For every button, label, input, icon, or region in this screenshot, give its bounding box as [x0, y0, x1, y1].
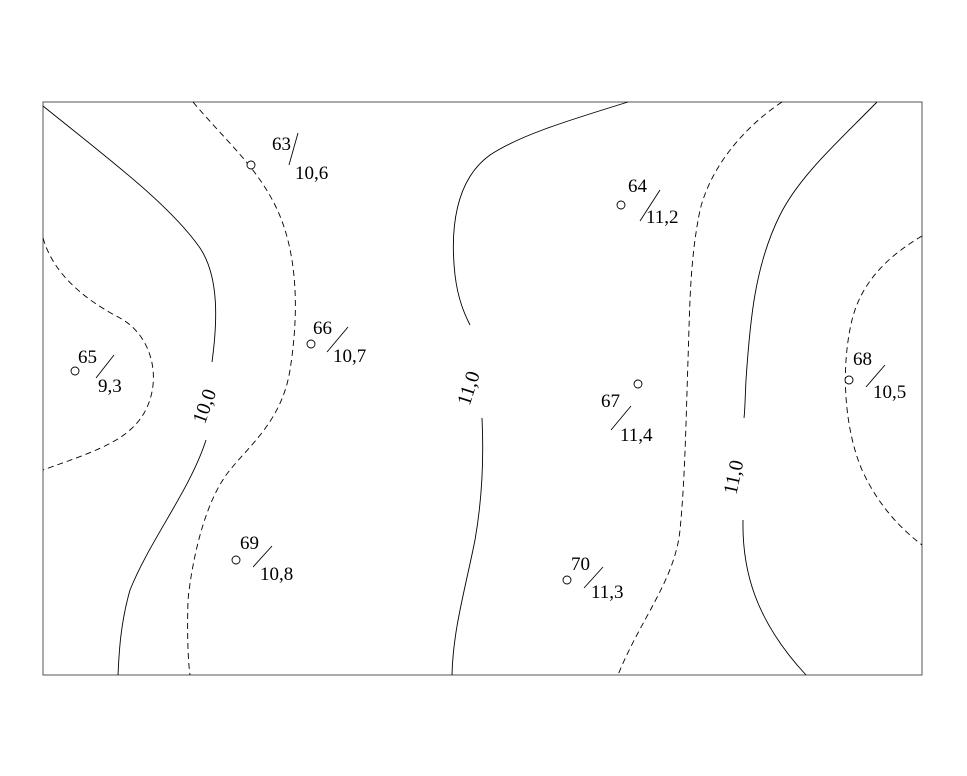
- survey-point-marker: [562, 575, 572, 585]
- point-id: 67: [601, 391, 620, 412]
- point-divider: [95, 354, 115, 379]
- isoline-11-0-center: [451, 101, 629, 676]
- point-divider: [326, 326, 349, 353]
- point-id: 64: [628, 176, 648, 197]
- point-divider: [610, 405, 632, 431]
- point-id: 66: [313, 318, 332, 339]
- point-id: 70: [571, 554, 590, 575]
- survey-point-marker: [231, 555, 241, 565]
- isoline-label-11-0-center: 11,0: [453, 369, 485, 408]
- point-value: 10,7: [333, 346, 366, 367]
- survey-point-70: 70 11,3: [562, 554, 624, 603]
- survey-point-68: 68 10,5: [844, 349, 906, 403]
- point-id: 69: [240, 533, 259, 554]
- point-id: 68: [853, 349, 872, 370]
- survey-point-marker: [616, 200, 626, 210]
- survey-point-marker: [633, 379, 643, 389]
- survey-point-marker: [306, 339, 316, 349]
- point-divider: [865, 364, 886, 388]
- point-value: 11,3: [591, 582, 624, 603]
- isoline-dashed-left-bulge: [42, 237, 154, 471]
- isoline-10-0: [42, 105, 217, 676]
- isoline-11-0-right: [742, 101, 878, 676]
- point-value: 10,8: [260, 564, 293, 585]
- point-value: 10,5: [873, 382, 906, 403]
- isoline-label-10-0: 10,0: [189, 386, 222, 426]
- survey-point-69: 69 10,8: [231, 533, 293, 585]
- survey-point-marker: [246, 160, 256, 170]
- point-value: 11,2: [646, 207, 679, 228]
- point-divider: [583, 566, 604, 589]
- point-divider: [252, 545, 273, 568]
- map-frame: [42, 101, 923, 676]
- isoline-dashed-right-bulge: [844, 235, 923, 546]
- point-divider: [639, 189, 661, 222]
- survey-point-64: 64 11,2: [616, 176, 679, 228]
- survey-point-66: 66 10,7: [306, 318, 366, 367]
- survey-point-67: 67 11,4: [601, 379, 653, 446]
- point-value: 11,4: [620, 425, 653, 446]
- isoline-dashed-center-right: [617, 101, 783, 676]
- point-divider: [288, 132, 299, 166]
- point-value: 9,3: [98, 376, 122, 397]
- isoline-dashed-center-left: [187, 101, 296, 676]
- survey-point-marker: [844, 375, 854, 385]
- survey-point-65: 65 9,3: [70, 347, 122, 397]
- point-id: 65: [78, 347, 97, 368]
- survey-point-marker: [70, 366, 80, 376]
- point-id: 63: [272, 134, 291, 155]
- survey-point-63: 63 10,6: [246, 132, 328, 184]
- isoline-label-11-0-right: 11,0: [720, 458, 749, 496]
- point-value: 10,6: [295, 163, 328, 184]
